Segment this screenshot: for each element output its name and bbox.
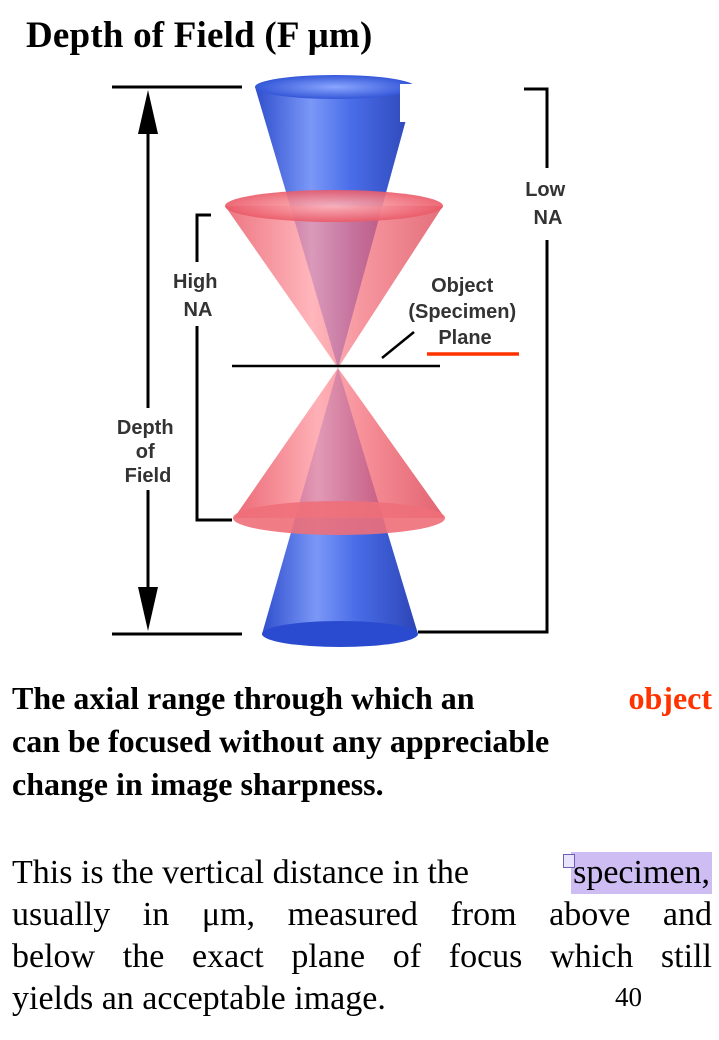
depth-of-field-diagram: Low NA High NA Object (Specimen) Plane D…	[112, 75, 571, 647]
page-number: 40	[615, 982, 642, 1012]
low-na-bracket	[418, 87, 549, 634]
specimen-highlight[interactable]: specimen,	[563, 852, 712, 894]
depth-of-field-label: Depth of Field	[117, 417, 179, 487]
description-line-4: yields an acceptable image.	[12, 980, 386, 1017]
definition-line-2: can be focused without any appreciable	[12, 723, 550, 759]
definition-text: The axial range through which an object …	[12, 677, 712, 806]
comment-note-icon[interactable]	[563, 854, 576, 868]
definition-line-1: The axial range through which an object	[12, 677, 712, 720]
high-na-lower-cone	[233, 368, 445, 535]
high-na-label: High NA	[173, 271, 223, 321]
description-text: This is the vertical distance in the spe…	[12, 852, 712, 1020]
image-patch	[400, 84, 418, 122]
object-keyword: object	[628, 680, 712, 716]
definition-line-3: change in image sharpness.	[12, 766, 384, 802]
object-plane-pointer	[381, 331, 415, 359]
description-line-1: This is the vertical distance in the spe…	[12, 852, 712, 894]
high-na-upper-cone	[225, 190, 443, 368]
high-na-bracket	[195, 213, 232, 522]
depth-of-field-bracket	[112, 85, 242, 636]
object-plane-label: Object (Specimen) Plane	[408, 275, 521, 349]
low-na-label: Low NA	[525, 179, 571, 229]
page-title: Depth of Field (F μm)	[26, 15, 373, 56]
